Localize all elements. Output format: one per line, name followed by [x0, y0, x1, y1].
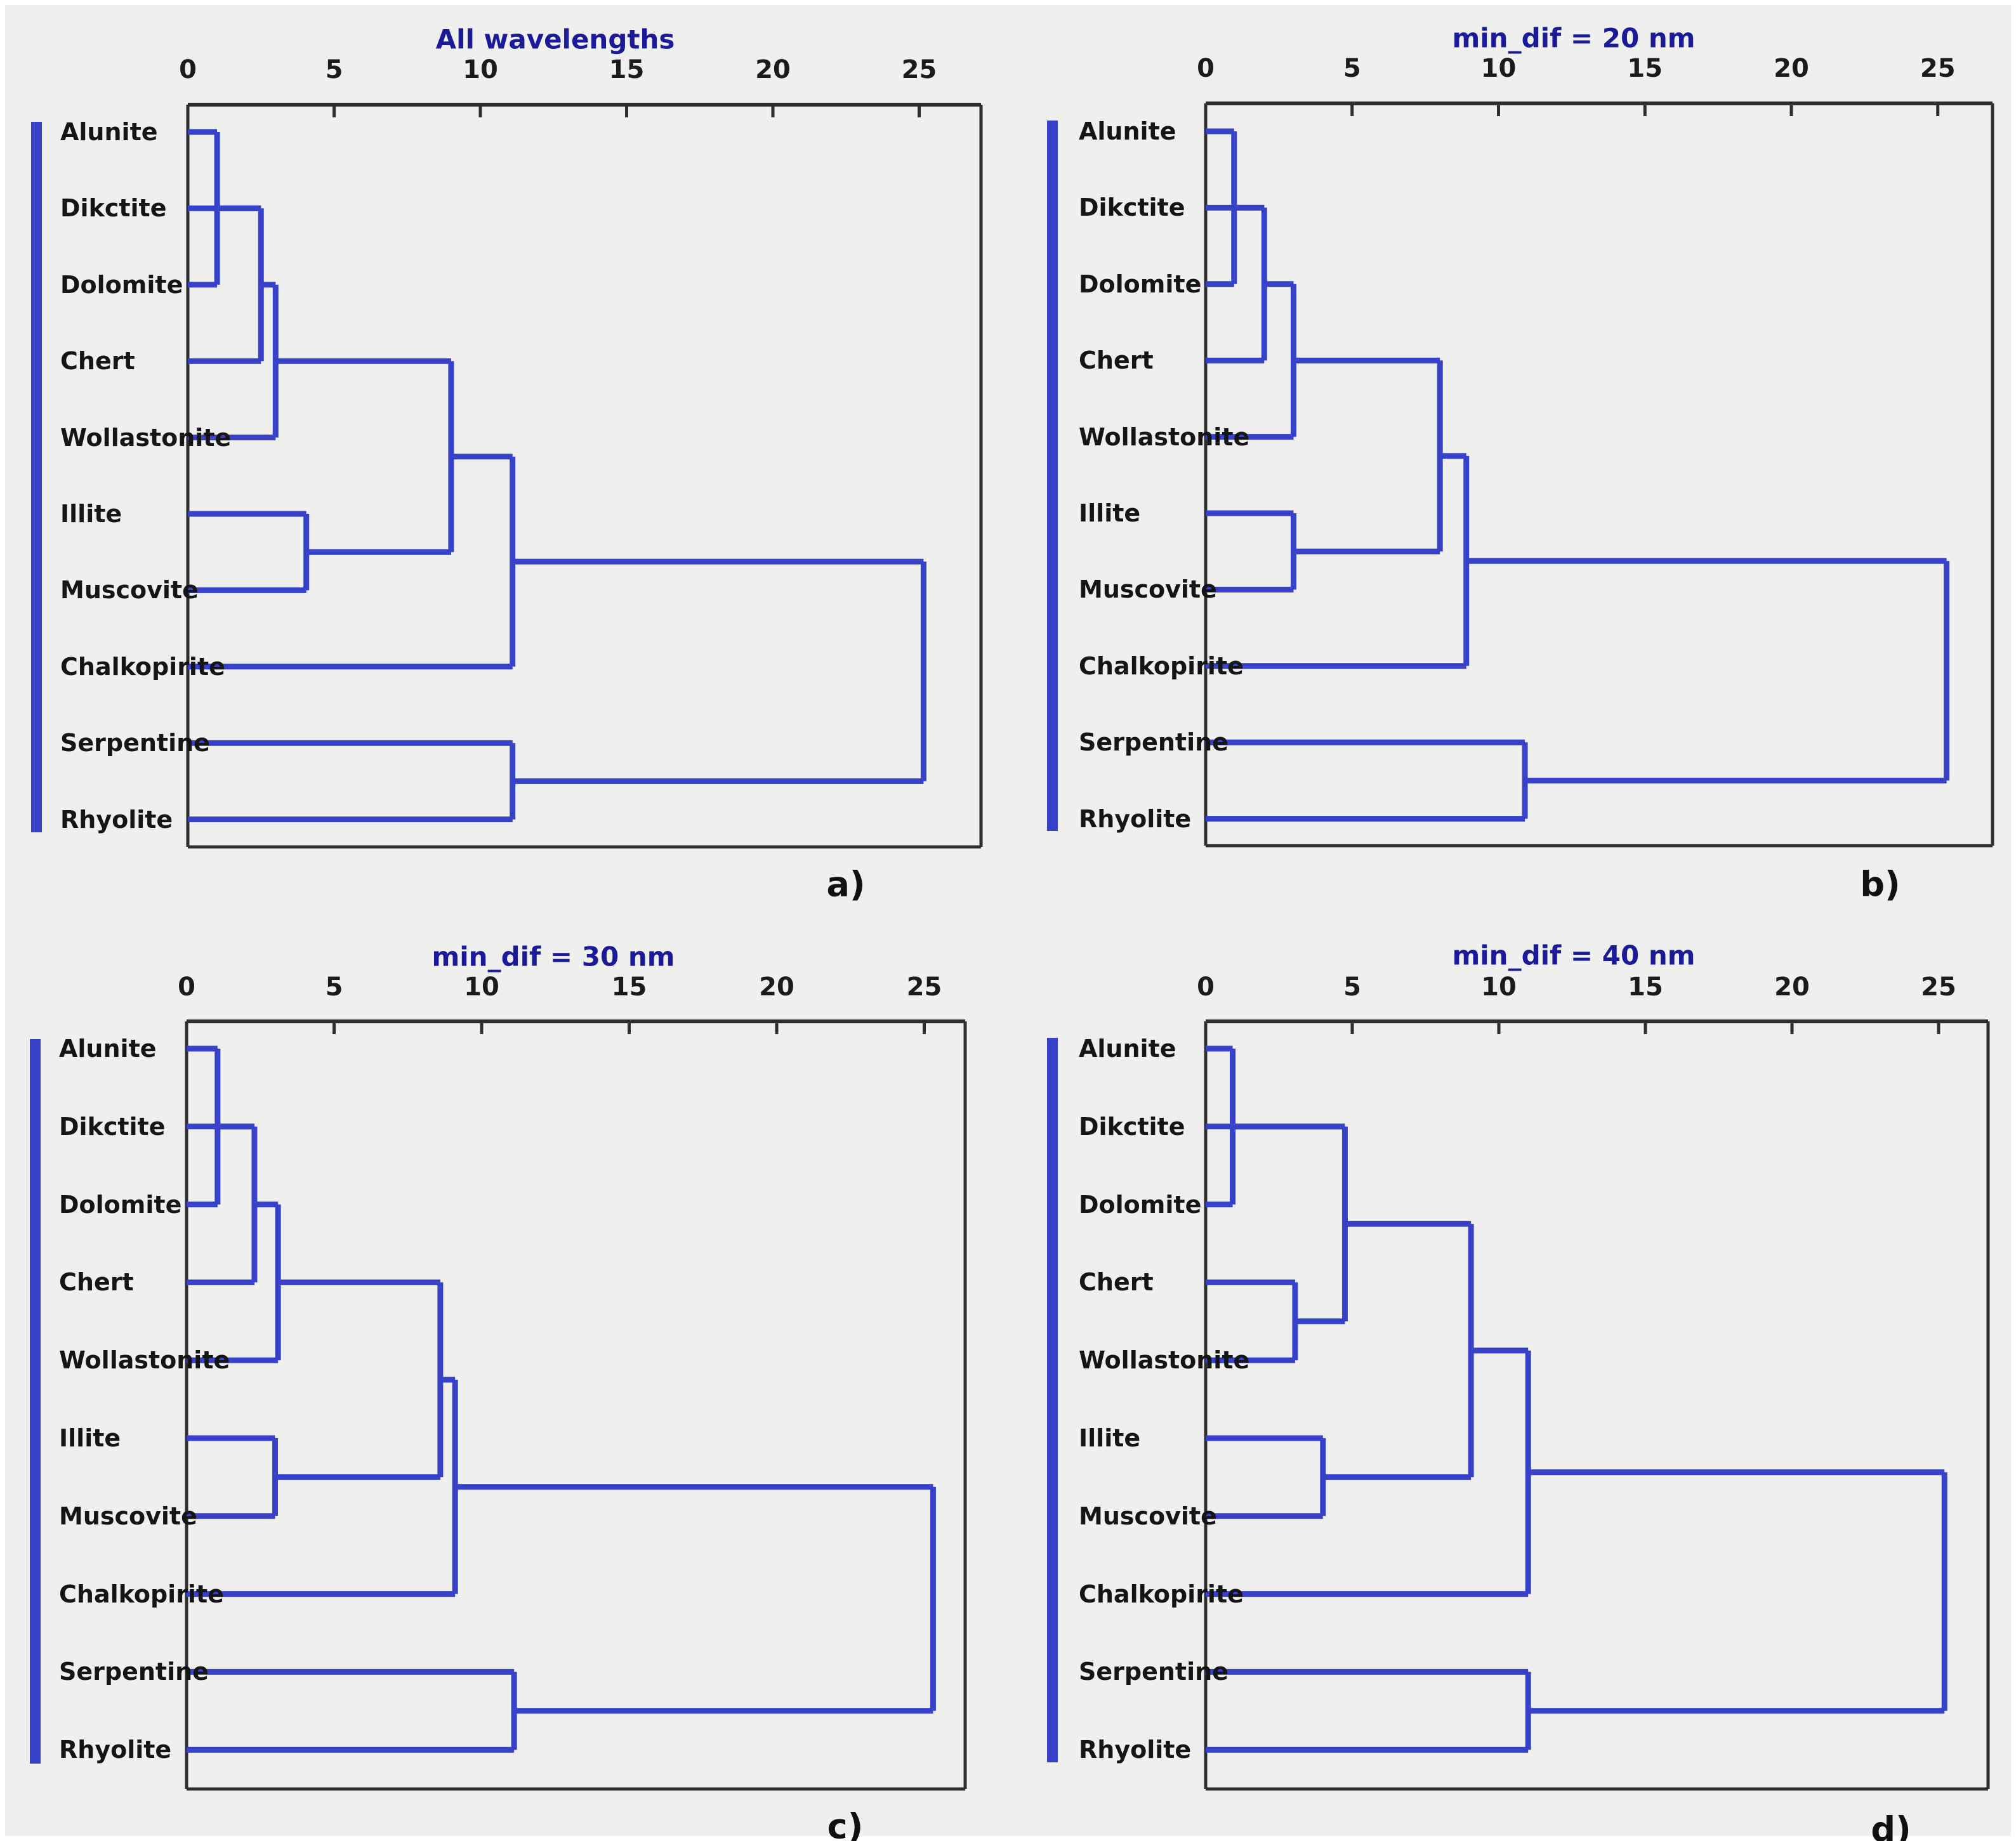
- panel-c-leaf-label-illite: Illite: [59, 1424, 121, 1452]
- panel-b-leaf-label-dolomite: Dolomite: [1079, 270, 1202, 298]
- panel-d-tick-label-15: 15: [1628, 973, 1663, 1002]
- panel-b-tick-label-25: 25: [1920, 54, 1956, 83]
- panel-c-leaf-label-alunite: Alunite: [59, 1035, 157, 1063]
- panel-d-tick-label-25: 25: [1921, 973, 1956, 1002]
- panel-c-tick-label-25: 25: [906, 973, 942, 1002]
- panel-b-tick-label-5: 5: [1343, 54, 1361, 83]
- panel-a-tick-label-10: 10: [463, 55, 498, 84]
- panel-a-title: All wavelengths: [435, 23, 675, 55]
- panel-a-tick-label-25: 25: [901, 55, 937, 84]
- panel-a-tick-label-20: 20: [755, 55, 791, 84]
- panel-b-leaf-label-serpentine: Serpentine: [1079, 728, 1229, 757]
- panel-a-leaf-label-dolomite: Dolomite: [60, 270, 183, 299]
- panel-b-letter: b): [1860, 864, 1901, 905]
- panel-a-leaf-label-serpentine: Serpentine: [60, 729, 210, 757]
- panel-d-tick-label-5: 5: [1343, 973, 1361, 1002]
- panel-d-leaf-label-muscovite: Muscovite: [1079, 1502, 1217, 1530]
- panel-d-letter: d): [1871, 1809, 1911, 1841]
- panel-b-leaf-label-rhyolite: Rhyolite: [1079, 804, 1192, 833]
- panel-d-leaf-label-dolomite: Dolomite: [1079, 1190, 1202, 1219]
- panel-a-leaf-label-alunite: Alunite: [60, 118, 158, 146]
- panel-d-tick-label-0: 0: [1197, 973, 1215, 1002]
- panel-a-tick-label-0: 0: [179, 55, 197, 84]
- panel-b-leaf-label-chert: Chert: [1079, 346, 1154, 375]
- panel-d-leaf-label-alunite: Alunite: [1079, 1035, 1176, 1063]
- panel-b-tick-label-20: 20: [1774, 54, 1809, 83]
- panel-b-leaf-label-chalkopirite: Chalkopirite: [1079, 652, 1244, 680]
- panel-c-tick-label-5: 5: [325, 973, 343, 1002]
- panel-c-leaf-label-dikctite: Dikctite: [59, 1112, 166, 1141]
- panel-b-title: min_dif = 20 nm: [1452, 22, 1696, 54]
- panel-d-leaf-label-dikctite: Dikctite: [1079, 1112, 1185, 1141]
- panel-d-leaf-label-wollastonite: Wollastonite: [1079, 1346, 1250, 1375]
- panel-a-letter: a): [826, 864, 866, 905]
- panel-b-tick-label-0: 0: [1197, 54, 1215, 83]
- panel-c-leaf-label-chalkopirite: Chalkopirite: [59, 1580, 224, 1608]
- panel-a-leaf-label-dikctite: Dikctite: [60, 194, 167, 223]
- panel-d-tick-label-20: 20: [1774, 973, 1810, 1002]
- panel-a-tick-label-15: 15: [609, 55, 645, 84]
- panel-d-leaf-label-chalkopirite: Chalkopirite: [1079, 1580, 1244, 1608]
- panel-c-tick-label-10: 10: [464, 973, 499, 1002]
- panel-b-tick-label-15: 15: [1627, 54, 1663, 83]
- panel-a-leaf-label-muscovite: Muscovite: [60, 576, 199, 605]
- panel-c-tick-label-15: 15: [611, 973, 647, 1002]
- panel-c-leaf-label-wollastonite: Wollastonite: [59, 1346, 230, 1375]
- panel-a-leaf-label-chalkopirite: Chalkopirite: [60, 652, 225, 681]
- panel-c-title: min_dif = 30 nm: [432, 941, 675, 973]
- panel-a-leaf-label-wollastonite: Wollastonite: [60, 423, 232, 452]
- panel-b-leaf-label-dikctite: Dikctite: [1079, 193, 1185, 222]
- panel-d-leaf-label-chert: Chert: [1079, 1268, 1154, 1297]
- panel-c-letter: c): [827, 1806, 864, 1841]
- panel-c-leaf-label-muscovite: Muscovite: [59, 1502, 197, 1530]
- panel-d-tick-label-10: 10: [1481, 973, 1517, 1002]
- panel-c-tick-label-0: 0: [178, 973, 195, 1002]
- panel-a-tick-label-5: 5: [325, 55, 343, 84]
- panel-c-leaf-label-dolomite: Dolomite: [59, 1190, 182, 1219]
- panel-d-title: min_dif = 40 nm: [1452, 940, 1696, 971]
- panel-b-tick-label-10: 10: [1480, 54, 1517, 83]
- panel-d-leaf-label-rhyolite: Rhyolite: [1079, 1736, 1192, 1764]
- panel-c-leaf-label-rhyolite: Rhyolite: [59, 1736, 172, 1764]
- panel-c-leaf-label-serpentine: Serpentine: [59, 1658, 209, 1686]
- panel-b-leaf-label-illite: Illite: [1079, 499, 1141, 527]
- panel-d-leaf-label-illite: Illite: [1079, 1424, 1141, 1452]
- panel-b-leaf-label-muscovite: Muscovite: [1079, 575, 1217, 604]
- panel-a-leaf-label-illite: Illite: [60, 500, 122, 528]
- panel-b-leaf-label-alunite: Alunite: [1079, 117, 1176, 145]
- panel-c-leaf-label-chert: Chert: [59, 1268, 134, 1297]
- panel-c-tick-label-20: 20: [759, 973, 794, 1002]
- figure-background: [5, 5, 2011, 1836]
- panel-a-leaf-label-chert: Chert: [60, 347, 135, 376]
- panel-d-leaf-label-serpentine: Serpentine: [1079, 1658, 1229, 1686]
- panel-b-leaf-label-wollastonite: Wollastonite: [1079, 423, 1250, 451]
- panel-a-leaf-label-rhyolite: Rhyolite: [60, 805, 173, 834]
